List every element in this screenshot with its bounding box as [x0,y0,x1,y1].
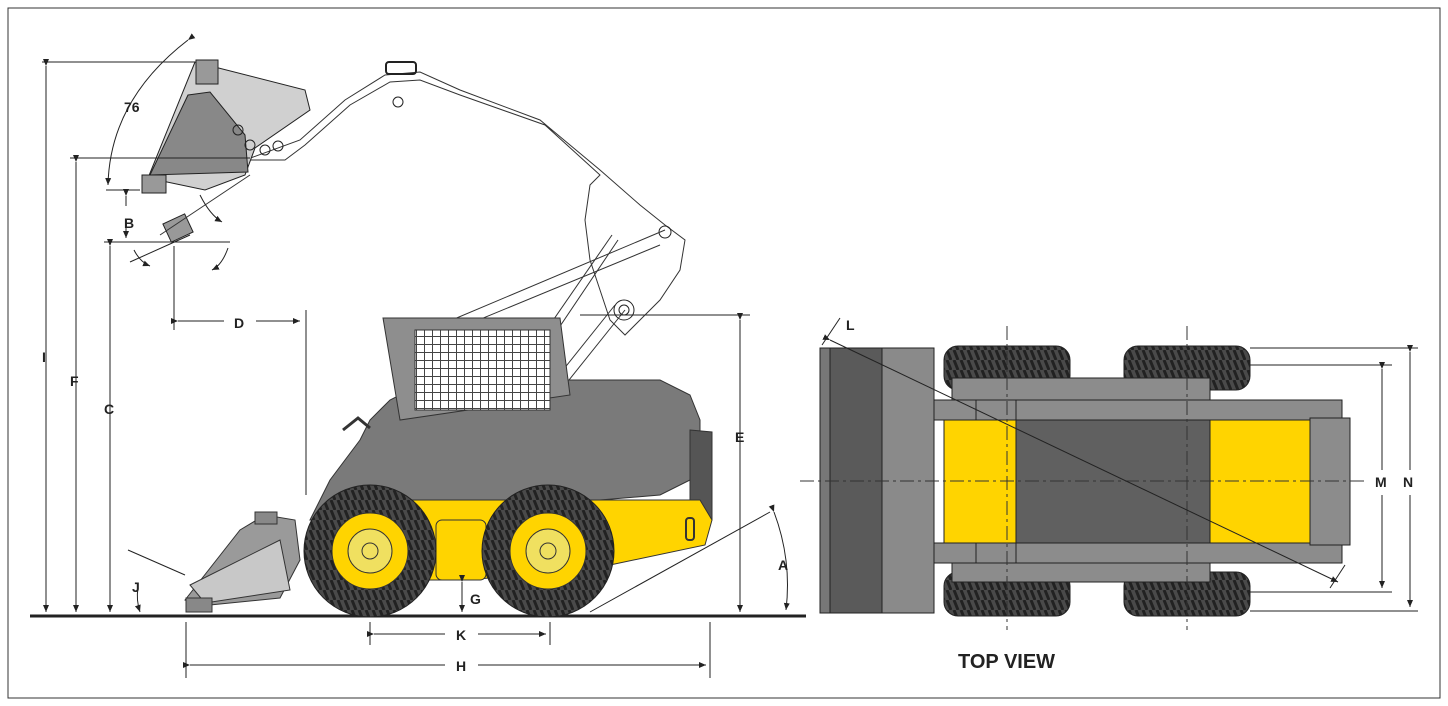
top-view-title: TOP VIEW [958,651,1055,673]
label-l: L [846,317,855,333]
rear-wheel [481,484,615,618]
arm-handle [385,61,417,75]
label-j: J [132,579,140,595]
front-wheel [303,484,437,618]
label-d: D [234,315,244,331]
top-rail-lower [933,542,1343,564]
lowered-bucket [184,511,301,613]
cab-grill [414,329,551,411]
arm-pivot [392,96,404,108]
label-k: K [456,627,466,643]
arm-pivot [618,304,630,316]
label-m: M [1375,474,1387,490]
top-rail-upper [933,399,1343,421]
label-f: F [70,373,79,389]
raised-bucket [141,59,311,243]
side-view: 76 B I F C D E A J G K H [30,33,806,678]
outer-border [7,7,1441,699]
label-g: G [470,591,481,607]
arm-pivot [613,299,635,321]
loader-arm [244,71,686,336]
handle-slot [685,517,695,541]
cab-handle [342,416,371,432]
label-h: H [456,658,466,674]
label-b: B [124,215,134,231]
top-view: L M N TOP VIEW [800,317,1418,673]
label-i: I [42,349,46,365]
label-c: C [104,401,114,417]
label-n: N [1403,474,1413,490]
lift-link [439,229,666,326]
access-panel [435,519,487,581]
angle-label: 76 [124,99,140,115]
label-a: A [778,557,788,573]
label-e: E [735,429,744,445]
